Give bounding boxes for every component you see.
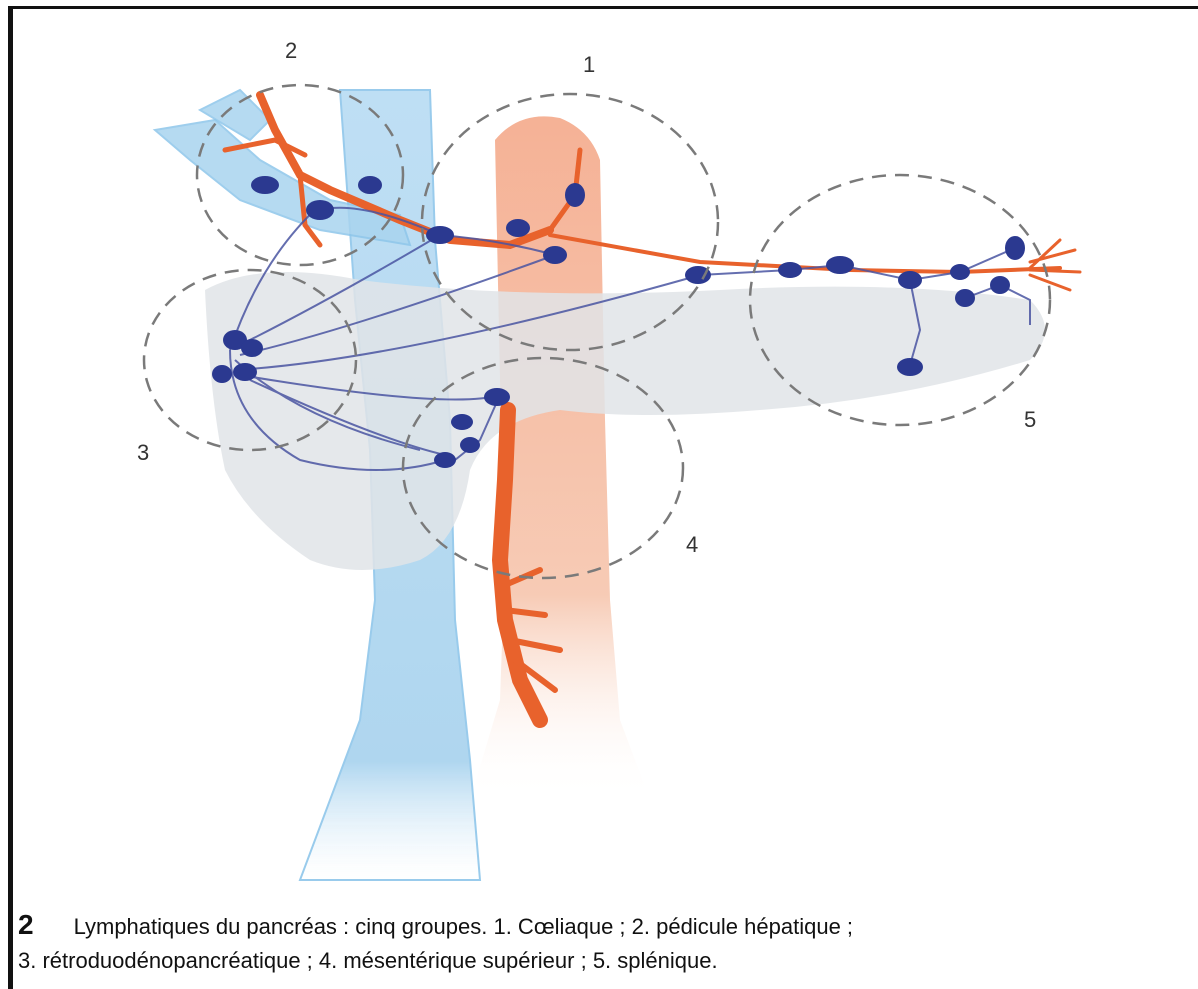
lymph-node <box>233 363 257 381</box>
lymph-node <box>955 289 975 307</box>
lymph-node <box>897 358 923 376</box>
lymph-node <box>434 452 456 468</box>
lymph-node <box>460 437 480 453</box>
lymph-node <box>898 271 922 289</box>
group-label-3: 3 <box>137 440 149 465</box>
figure-number: 2 <box>18 909 34 940</box>
caption-line-2: 3. rétroduodénopancréatique ; 4. mésenté… <box>18 944 1193 978</box>
lymph-node <box>251 176 279 194</box>
lymph-node <box>451 414 473 430</box>
caption-line-1: 2 Lymphatiques du pancréas : cinq groupes… <box>18 908 1193 944</box>
group-label-4: 4 <box>686 532 698 557</box>
group-label-1: 1 <box>583 52 595 77</box>
group-label-5: 5 <box>1024 407 1036 432</box>
lymph-node <box>826 256 854 274</box>
lymph-node <box>506 219 530 237</box>
lymph-node <box>358 176 382 194</box>
lymph-node <box>426 226 454 244</box>
lymph-node <box>212 365 232 383</box>
lymph-node <box>306 200 334 220</box>
lymph-node <box>1005 236 1025 260</box>
caption-text-1: Lymphatiques du pancréas : cinq groupes.… <box>74 914 853 939</box>
lymph-node <box>950 264 970 280</box>
figure-caption: 2 Lymphatiques du pancréas : cinq groupes… <box>18 908 1193 978</box>
lymph-node <box>241 339 263 357</box>
lymph-node <box>484 388 510 406</box>
lymph-node <box>565 183 585 207</box>
lymph-node <box>778 262 802 278</box>
lymph-node <box>543 246 567 264</box>
lymph-node <box>990 276 1010 294</box>
group-label-2: 2 <box>285 38 297 63</box>
pancreas-lymphatics-illustration: 1 2 3 4 5 <box>0 0 1198 905</box>
